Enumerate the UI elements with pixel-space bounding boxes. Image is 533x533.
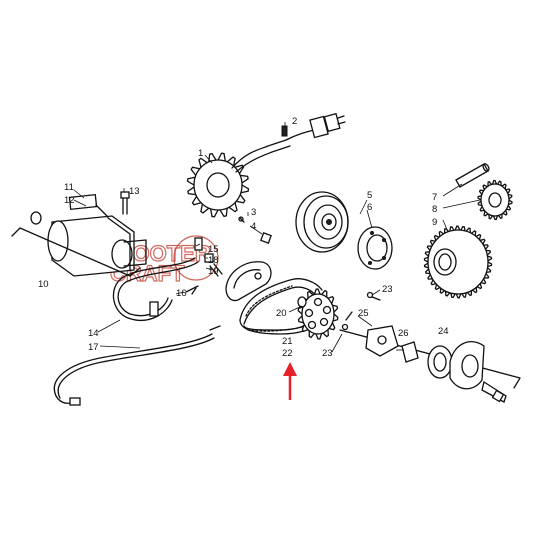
ground-cable-part-17 [53,325,221,406]
flywheel-part-5 [295,191,349,253]
small-parts-15-18-19 [194,237,223,277]
callout-16: 16 [176,288,187,299]
highlight-arrow [283,362,297,400]
callout-23-top: 23 [382,284,393,295]
stator-part-1 [186,139,291,218]
callout-26: 26 [398,328,409,339]
callout-numbers: 1 2 3 4 5 6 7 8 9 10 11 12 13 14 15 16 1… [38,116,449,359]
callout-11: 11 [64,182,74,193]
starter-cable-part-14 [112,257,199,321]
driven-gear-part-9 [423,225,493,299]
starter-motor-part-10 [11,193,147,277]
callout-3: 3 [251,207,256,218]
callout-20: 20 [276,308,287,319]
stator-connector [281,112,346,141]
callout-6: 6 [367,202,372,213]
callout-14: 14 [88,328,99,339]
logo-circle [173,235,219,281]
callout-5: 5 [367,190,372,201]
callout-8: 8 [432,204,437,215]
callout-25: 25 [358,308,369,319]
callout-17: 17 [88,342,99,353]
callout-10: 10 [38,279,49,290]
callout-13: 13 [129,186,140,197]
callout-4: 4 [251,221,256,232]
idler-gear-part-8 [477,179,513,221]
callout-23-bottom: 23 [322,348,333,359]
callout-21: 21 [282,336,293,347]
bolt-part-13 [120,191,130,215]
sprocket-part-20 [297,288,339,340]
shaft-part-7 [455,163,490,188]
callout-1: 1 [198,148,203,159]
starter-clutch-part-6 [357,226,393,270]
leader-lines [73,122,481,353]
cover-part-16 [185,261,272,302]
callout-15: 15 [208,244,219,255]
callout-12: 12 [64,195,75,206]
callout-2: 2 [292,116,297,127]
oil-pump-assembly-part-24 [339,291,521,403]
callout-9: 9 [432,217,437,228]
callout-22: 22 [282,348,293,359]
callout-7: 7 [432,192,437,203]
callout-24: 24 [438,326,449,337]
callout-18: 18 [208,255,219,266]
callout-19: 19 [208,266,219,277]
small-parts-3-4 [238,216,272,244]
